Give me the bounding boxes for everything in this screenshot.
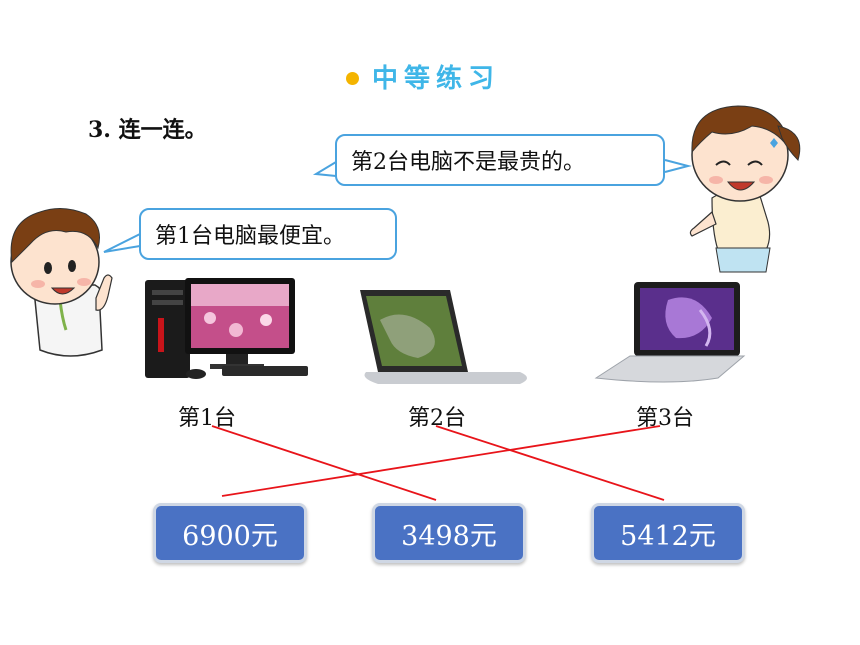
laptop-3-icon — [594, 282, 746, 383]
price-box-3498[interactable]: 3498元 — [372, 503, 526, 563]
boy-bubble-tail — [103, 233, 141, 253]
device-label-3: 第3台 — [636, 406, 694, 431]
price-box-6900[interactable]: 6900元 — [153, 503, 307, 563]
laptop-2-icon — [360, 290, 527, 384]
boy-speech-text: 第1台电脑最便宜。 — [155, 224, 345, 249]
price-label: 5412元 — [620, 520, 716, 552]
connect-line-1 — [211, 425, 437, 501]
device-label-1: 第1台 — [178, 406, 236, 431]
question-title: 3. 连一连。 — [88, 117, 207, 143]
boy-character-icon — [10, 208, 113, 357]
device-label-2: 第2台 — [408, 406, 466, 431]
connect-line-3 — [221, 425, 661, 497]
girl-bubble-tail — [312, 161, 337, 177]
girl-speech-text: 第2台电脑不是最贵的。 — [351, 150, 585, 175]
desktop-computer-icon — [145, 278, 308, 379]
boy-speech-bubble: 第1台电脑最便宜。 — [139, 208, 397, 260]
girl-bubble-tail — [664, 159, 692, 173]
girl-character-icon — [689, 105, 801, 273]
girl-speech-bubble: 第2台电脑不是最贵的。 — [335, 134, 665, 186]
price-box-5412[interactable]: 5412元 — [591, 503, 745, 563]
section-title: 中等练习 — [372, 64, 501, 94]
bullet-dot-icon — [346, 72, 359, 85]
connect-line-2 — [435, 425, 665, 501]
price-label: 3498元 — [401, 520, 497, 552]
price-label: 6900元 — [182, 520, 278, 552]
